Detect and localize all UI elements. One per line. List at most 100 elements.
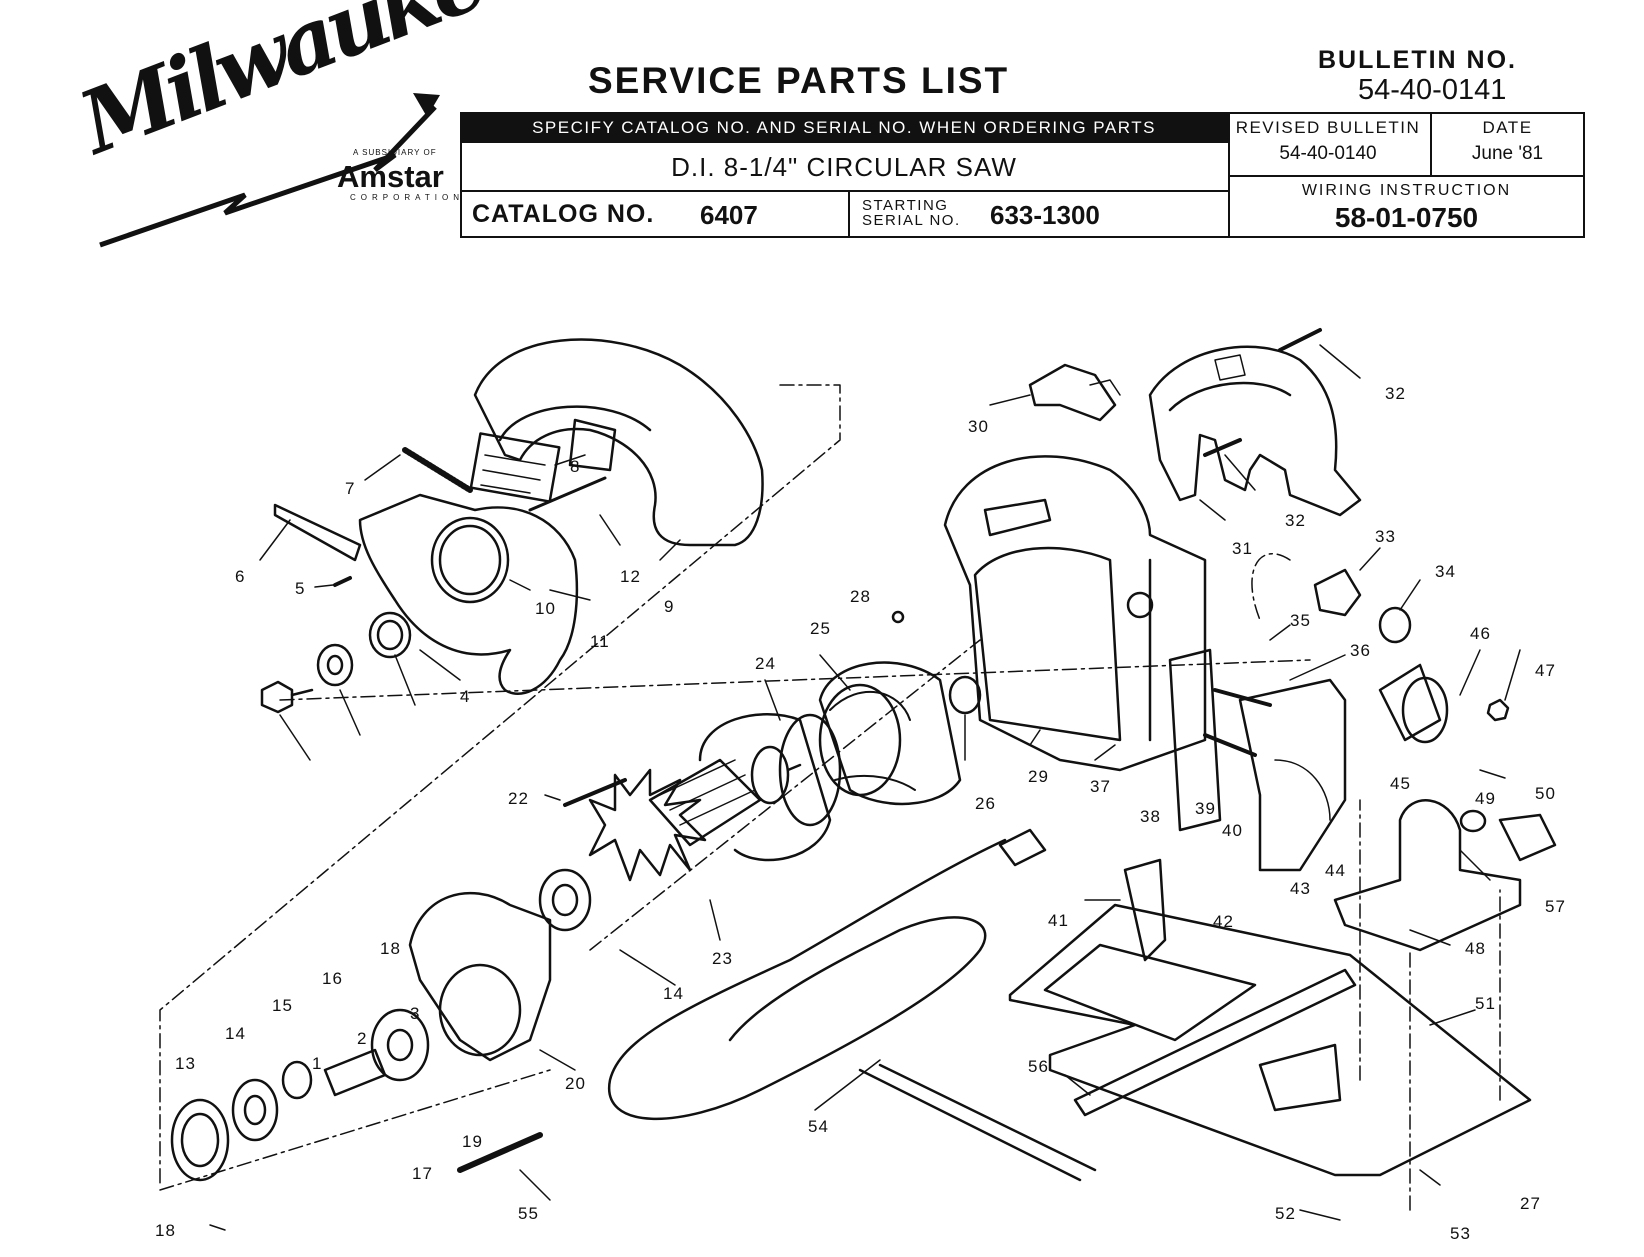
callout-19: 19 [462, 1132, 483, 1151]
brush [1313, 568, 1362, 617]
callout-53: 53 [1450, 1224, 1471, 1243]
axis-line [1251, 553, 1291, 621]
retaining-ring [281, 1060, 313, 1100]
handle-housing [1148, 345, 1362, 517]
callout-6: 6 [235, 567, 246, 586]
revised-bulletin-label: REVISED BULLETIN [1235, 118, 1421, 137]
spring [402, 447, 473, 493]
lower-guard-plate [358, 493, 579, 695]
starting-label-line-1: STARTING [862, 197, 949, 214]
page-title: SERVICE PARTS LIST [588, 60, 1010, 101]
power-cord [607, 828, 1097, 1182]
guard-outline-line [159, 384, 841, 1186]
callout-41: 41 [1048, 911, 1069, 930]
callout-15: 15 [272, 996, 293, 1015]
callout-4: 4 [460, 687, 471, 706]
callout-30: 30 [968, 417, 989, 436]
callout-32: 32 [1285, 511, 1306, 530]
callout-28: 28 [850, 587, 871, 606]
through-bolt [563, 778, 627, 807]
gear-case [408, 891, 552, 1062]
knob [1378, 663, 1449, 744]
callout-17: 17 [412, 1164, 433, 1183]
spindle-bearing [231, 1078, 279, 1142]
field-assembly [818, 661, 962, 806]
switch [1028, 363, 1121, 422]
screw [1278, 328, 1322, 352]
axis-line [589, 639, 981, 951]
callout-39: 39 [1195, 799, 1216, 818]
shoe [1008, 903, 1532, 1177]
lightning-bolt-icon [99, 93, 440, 248]
callout-57: 57 [1545, 897, 1566, 916]
wiring-instruction-label: WIRING INSTRUCTION [1301, 182, 1512, 199]
callout-32-top: 32 [1385, 384, 1406, 403]
table-divider [460, 190, 1228, 192]
field-bearing [948, 675, 982, 715]
callout-14-bearing: 14 [663, 984, 684, 1003]
callout-9: 9 [664, 597, 675, 616]
upper-guard [469, 338, 764, 547]
callout-7: 7 [345, 479, 356, 498]
screw [1213, 688, 1272, 707]
callout-31: 31 [1232, 539, 1253, 558]
bulletin-number: 54-40-0141 [1358, 74, 1507, 106]
callout-25: 25 [810, 619, 831, 638]
callout-2: 2 [357, 1029, 368, 1048]
callout-46: 46 [1470, 624, 1491, 643]
motor-housing [943, 455, 1207, 772]
callout-11: 11 [590, 632, 610, 651]
starting-serial-label: STARTING SERIAL NO. [862, 198, 961, 228]
callout-43: 43 [1290, 879, 1311, 898]
washer [1459, 809, 1487, 833]
callout-52: 52 [1275, 1204, 1296, 1223]
depth-lever [1123, 858, 1167, 962]
callout-38: 38 [1140, 807, 1161, 826]
callout-3: 3 [410, 1004, 421, 1023]
callout-18-lower: 18 [155, 1221, 176, 1240]
bevel-bracket [1238, 678, 1347, 872]
baffle [698, 713, 842, 862]
callout-16: 16 [322, 969, 343, 988]
milwaukee-logo: Milwaukee A SUBSIDIARY OF Amstar CORPORA… [67, 0, 540, 250]
callout-13: 13 [175, 1054, 196, 1073]
screw [333, 576, 352, 587]
callout-5: 5 [295, 579, 306, 598]
table-divider [1228, 112, 1230, 238]
screw [1203, 733, 1257, 757]
armature [588, 745, 802, 882]
bracket-plate [1168, 648, 1222, 832]
callout-12: 12 [620, 567, 641, 586]
callout-26: 26 [975, 794, 996, 813]
brand-subsidiary: A SUBSIDIARY OF [353, 148, 437, 157]
callout-35: 35 [1290, 611, 1311, 630]
axis-line [159, 1069, 551, 1191]
callout-29: 29 [1028, 767, 1049, 786]
starting-label-line-2: SERIAL NO. [862, 212, 961, 229]
revised-bulletin-number: 54-40-0140 [1279, 143, 1377, 164]
serial-number: 633-1300 [990, 200, 1100, 230]
callout-1: 1 [312, 1054, 323, 1073]
callout-44: 44 [1325, 861, 1346, 880]
armature-bearing [538, 868, 592, 932]
callout-22: 22 [508, 789, 529, 808]
wing-knob [1498, 813, 1557, 862]
callout-23: 23 [712, 949, 733, 968]
table-divider [1430, 112, 1432, 176]
arbor-clamp-parts [260, 611, 412, 714]
callout-55: 55 [518, 1204, 539, 1223]
callout-56: 56 [1028, 1057, 1049, 1076]
table-divider [1228, 175, 1585, 177]
catalog-number: 6407 [700, 200, 758, 230]
brand-corporation: CORPORATION [350, 193, 464, 202]
callout-33: 33 [1375, 527, 1396, 546]
axis-line [279, 659, 1311, 701]
date-label: DATE [1482, 118, 1533, 137]
callout-27: 27 [1520, 1194, 1541, 1213]
screw [528, 476, 607, 512]
callout-49: 49 [1475, 789, 1496, 808]
callout-20: 20 [565, 1074, 586, 1093]
front-bracket [1333, 799, 1522, 952]
callout-48: 48 [1465, 939, 1486, 958]
